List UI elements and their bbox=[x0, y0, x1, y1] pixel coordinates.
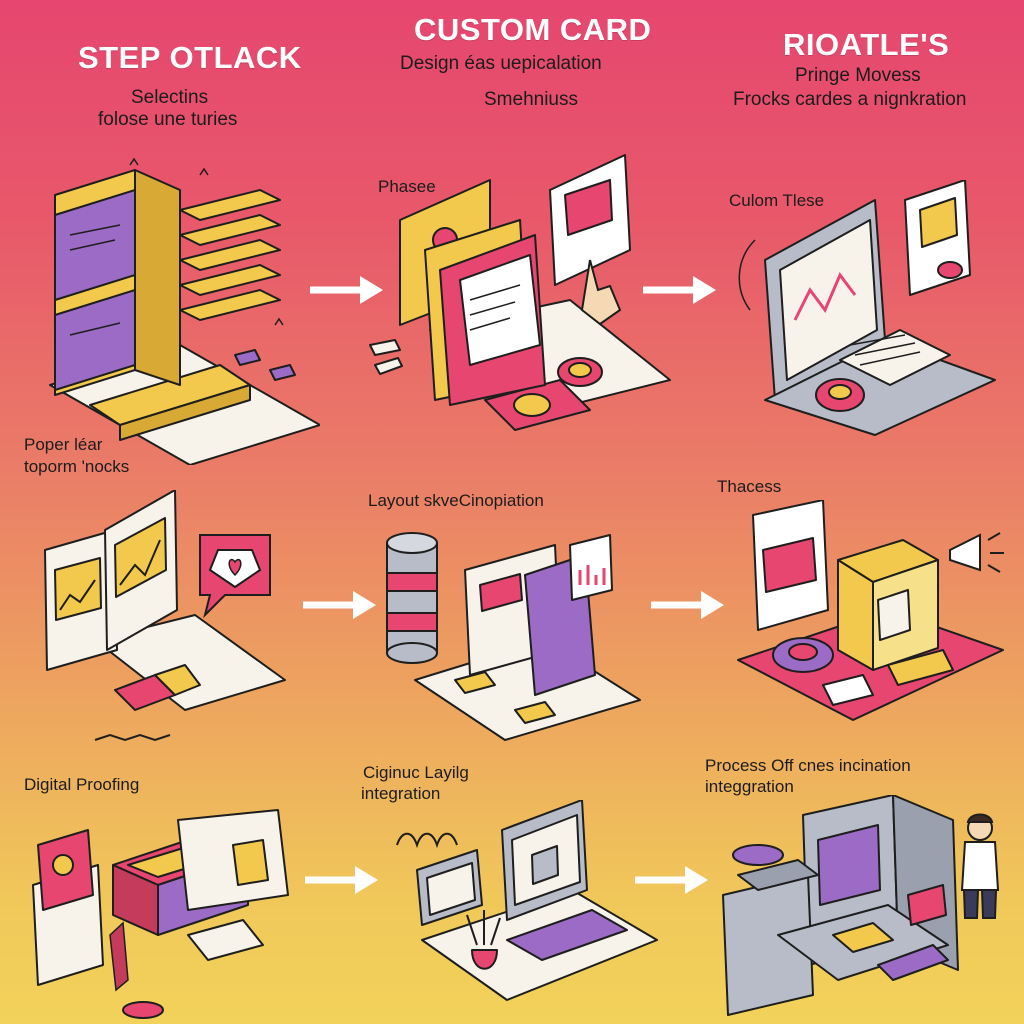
label-ciginuc-a: Ciginuc Layilg bbox=[363, 763, 469, 782]
megaphone-icon bbox=[949, 532, 1004, 573]
header-sub-2b: Smehniuss bbox=[484, 89, 578, 110]
label-ciginuc-b: integration bbox=[361, 784, 441, 803]
label-phase: Phasee bbox=[378, 177, 436, 196]
design-cards-icon bbox=[369, 154, 671, 431]
header-sub-3b: Frocks cardes a nignkration bbox=[733, 89, 967, 110]
arrow-right-icon bbox=[305, 866, 378, 894]
label-paper-left-b: toporm 'nocks bbox=[24, 457, 130, 476]
speech-bubble-icon bbox=[199, 534, 271, 619]
header-title-3: RIOATLE'S bbox=[783, 27, 950, 62]
isometric-stack-icon bbox=[49, 157, 320, 465]
worker-icon bbox=[960, 813, 1000, 919]
header-title-2: CUSTOM CARD bbox=[414, 12, 652, 47]
arrow-right-icon bbox=[310, 276, 383, 304]
arrow-right-icon bbox=[303, 591, 376, 619]
laptop-chart-icon bbox=[738, 180, 996, 436]
label-thacess: Thacess bbox=[717, 477, 782, 496]
label-process-b: integgration bbox=[705, 777, 794, 796]
press-roller-icon bbox=[32, 809, 289, 1019]
folder-icon bbox=[414, 534, 641, 741]
database-icon bbox=[386, 532, 438, 664]
header-title-1: STEP OTLACK bbox=[78, 40, 302, 75]
label-paper-left-a: Poper léar bbox=[24, 435, 103, 454]
arrow-right-icon bbox=[635, 866, 708, 894]
printing-machine-icon bbox=[722, 795, 959, 1016]
header-sub-1a: Selectins bbox=[131, 87, 209, 108]
header-sub-3a: Pringe Movess bbox=[795, 65, 921, 86]
monitor-workstation-icon bbox=[396, 800, 658, 1001]
label-process-a: Process Off cnes incination bbox=[705, 756, 911, 775]
printer-box-icon bbox=[737, 500, 1004, 721]
arrow-right-icon bbox=[643, 276, 716, 304]
label-custom-tiles: Culom Tlese bbox=[729, 191, 825, 210]
hand-pointer-icon bbox=[580, 259, 622, 326]
charts-document-icon bbox=[44, 490, 286, 742]
label-layout: Layout skveCinopiation bbox=[368, 491, 544, 510]
header-sub-1b: folose une turies bbox=[98, 109, 238, 130]
header-sub-2a: Design éas uepicalation bbox=[400, 53, 602, 74]
arrow-right-icon bbox=[651, 591, 724, 619]
label-digital-proofing: Digital Proofing bbox=[24, 775, 140, 794]
